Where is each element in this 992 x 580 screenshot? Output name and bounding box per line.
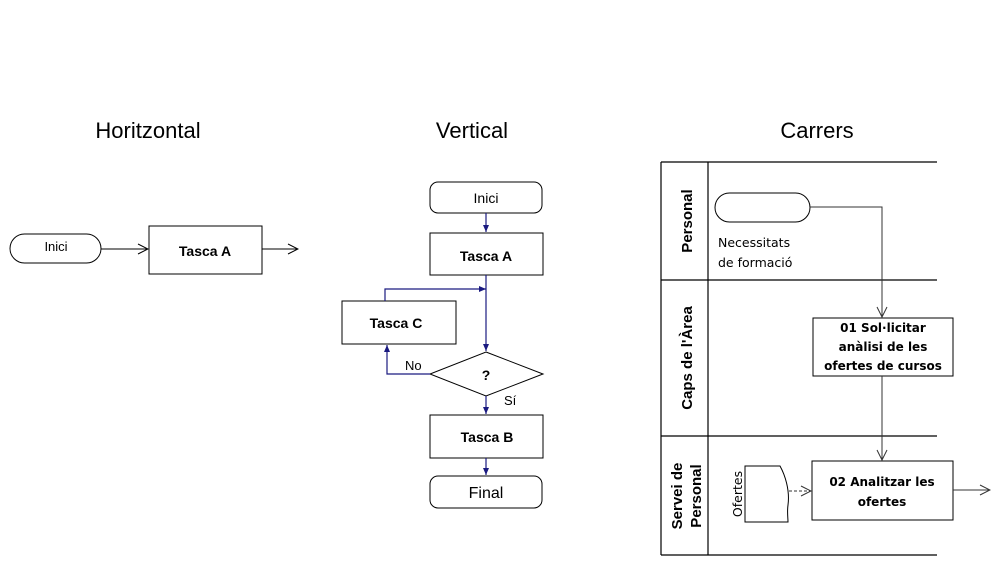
lane-start-caption-line1: Necessitats: [718, 235, 790, 250]
lane-task1-line3: ofertes de cursos: [824, 359, 942, 373]
swimlane-section: Carrers Personal Caps de l'Àrea Servei d…: [660, 118, 990, 556]
lane-label-personal: Personal: [679, 189, 696, 252]
lane-document-shape[interactable]: [744, 465, 789, 523]
lane-document-label: Ofertes: [730, 471, 745, 517]
lane-start-terminator[interactable]: [714, 192, 811, 223]
vertical-end-label: Final: [469, 485, 504, 502]
vertical-end-terminator[interactable]: [429, 475, 543, 509]
vertical-task-b-box[interactable]: [429, 414, 544, 459]
vertical-connector-c-loop-back: [384, 286, 486, 301]
lane-task1-box[interactable]: [812, 317, 954, 377]
swimlane-title: Carrers: [780, 118, 853, 143]
vertical-start-label: Inici: [474, 190, 499, 206]
lane-label-caps-area: Caps de l'Àrea: [679, 306, 696, 410]
lane-task2-box[interactable]: [811, 460, 954, 521]
vertical-task-c-label: Tasca C: [370, 315, 423, 331]
vertical-section: Vertical Inici Tasca A Tasca C ? No Sí T…: [341, 118, 545, 509]
lane-task1-line1: 01 Sol·licitar: [840, 321, 926, 335]
vertical-connector-no: [384, 345, 430, 375]
lane-task2-line1: 02 Analitzar les: [829, 475, 934, 489]
vertical-decision-label: ?: [482, 367, 491, 383]
horizontal-task-a-label: Tasca A: [179, 243, 231, 259]
vertical-task-b-label: Tasca B: [461, 429, 514, 445]
lane-task1-line2: anàlisi de les: [839, 340, 928, 354]
vertical-yes-label: Sí: [504, 393, 517, 408]
vertical-task-a-label: Tasca A: [460, 248, 512, 264]
vertical-task-c-box[interactable]: [341, 300, 457, 345]
lane-task2-line2: ofertes: [858, 495, 907, 509]
horizontal-title: Horitzontal: [95, 118, 200, 143]
horizontal-task-a-box[interactable]: [148, 225, 263, 275]
lane-label-servei-line2: Personal: [688, 464, 705, 527]
horizontal-section: Horitzontal Inici Tasca A: [9, 118, 298, 275]
vertical-no-label: No: [405, 358, 422, 373]
lane-connector-start-to-task1: [810, 206, 882, 317]
lane-start-caption-line2: de formació: [718, 255, 792, 270]
horizontal-start-label: Inici: [44, 239, 67, 254]
lane-label-servei-line1: Servei de: [669, 463, 686, 530]
vertical-title: Vertical: [436, 118, 508, 143]
